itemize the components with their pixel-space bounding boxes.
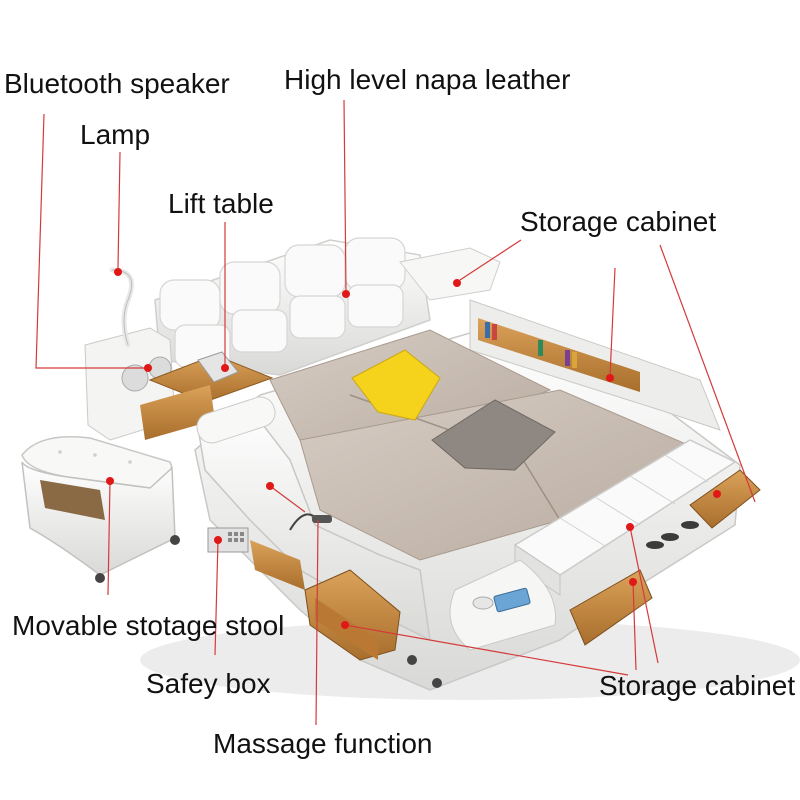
- massage-remote: [312, 515, 332, 523]
- dot-stool: [106, 477, 114, 485]
- leader-stool: [107, 480, 111, 596]
- dot-chaise: [266, 482, 274, 490]
- leader-leather: [343, 99, 347, 293]
- label-lift-table: Lift table: [168, 188, 274, 219]
- front-drawer: [304, 569, 401, 661]
- dot-safe: [214, 536, 222, 544]
- leader-cabinet-top: [459, 239, 522, 281]
- leader-bluetooth: [35, 113, 150, 369]
- footboard-tufts: [559, 454, 709, 547]
- marker-dots: [106, 268, 721, 629]
- label-lamp: Lamp: [80, 119, 151, 150]
- right-drawer-2: [569, 569, 653, 646]
- reading-lamp-edge: [111, 269, 132, 346]
- dot-drawer-right-2: [629, 578, 637, 586]
- left-cubby: [140, 385, 215, 440]
- leader-massage-2: [269, 485, 306, 513]
- footboard-side: [514, 544, 561, 596]
- dot-drawer-front: [341, 621, 349, 629]
- front-drawer-face: [315, 598, 378, 660]
- label-massage-function: Massage function: [213, 728, 433, 759]
- label-bluetooth-speaker: Bluetooth speaker: [4, 68, 230, 99]
- leader-safe: [214, 539, 219, 656]
- label-napa-leather: High level napa leather: [284, 64, 571, 95]
- speaker-grille: [121, 364, 149, 392]
- dot-cabinet-shelf: [606, 374, 614, 382]
- stool-wheel-1: [95, 573, 105, 583]
- stool-tufts: [58, 450, 132, 464]
- yellow-pillow: [351, 349, 441, 421]
- safe-keypad: [228, 532, 244, 542]
- right-shelf-wood: [478, 318, 640, 392]
- stool-wheel-2: [170, 535, 180, 545]
- leader-cabinet-top-2: [609, 267, 616, 377]
- leader-cabinet-bottom-2: [344, 624, 629, 676]
- leader-massage: [315, 519, 319, 726]
- dot-leather: [342, 290, 350, 298]
- dot-cabinet-top: [453, 279, 461, 287]
- massage-chaise: [197, 407, 431, 642]
- label-storage-cabinet-bottom: Storage cabinet: [599, 670, 796, 701]
- label-storage-cabinet-top: Storage cabinet: [520, 206, 717, 237]
- mug: [472, 596, 494, 610]
- label-storage-stool: Movable stotage stool: [12, 610, 285, 641]
- dot-bluetooth: [144, 364, 152, 372]
- books: [485, 322, 577, 368]
- front-wood-base: [250, 540, 305, 590]
- headboard-cushions: [159, 237, 406, 368]
- label-safe-box: Safey box: [146, 668, 271, 699]
- leader-lines: [35, 99, 756, 726]
- leader-cabinet-right: [659, 244, 756, 503]
- neck-roll: [196, 396, 276, 444]
- leader-cabinet-bottom-3: [632, 581, 637, 671]
- bed-foot-1: [407, 655, 417, 665]
- dot-bench: [626, 523, 634, 531]
- dot-drawer-right: [713, 490, 721, 498]
- books-on-table: [493, 587, 531, 613]
- dot-lamp: [114, 268, 122, 276]
- headboard-arm: [399, 247, 501, 301]
- bed-foot-2: [432, 678, 442, 688]
- shoes: [646, 521, 699, 549]
- leader-cabinet-bottom: [629, 526, 659, 664]
- gray-pillow: [431, 399, 556, 471]
- dot-lift-table: [221, 364, 229, 372]
- leader-lamp: [117, 151, 121, 269]
- laptop: [197, 351, 239, 383]
- right-drawer-1: [689, 469, 761, 529]
- stool-storage: [40, 480, 105, 520]
